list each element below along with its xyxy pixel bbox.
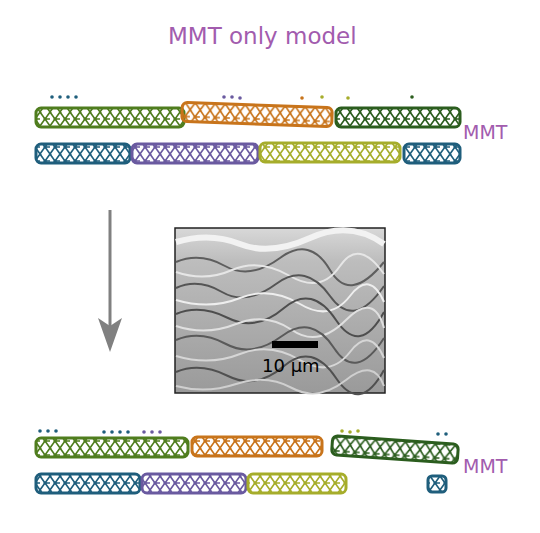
scale-bar-label: 10 µm — [262, 356, 320, 376]
sem-image — [175, 228, 385, 394]
figure-title: MMT only model — [168, 24, 357, 49]
layer-label: MMT — [463, 122, 507, 143]
clay-sheets-initial — [36, 102, 460, 163]
process-arrow — [98, 210, 122, 352]
clay-sheets-slipped — [36, 436, 458, 493]
ion-dots — [38, 429, 448, 436]
layer-label: MMT — [463, 456, 507, 477]
ion-dots — [50, 95, 414, 100]
